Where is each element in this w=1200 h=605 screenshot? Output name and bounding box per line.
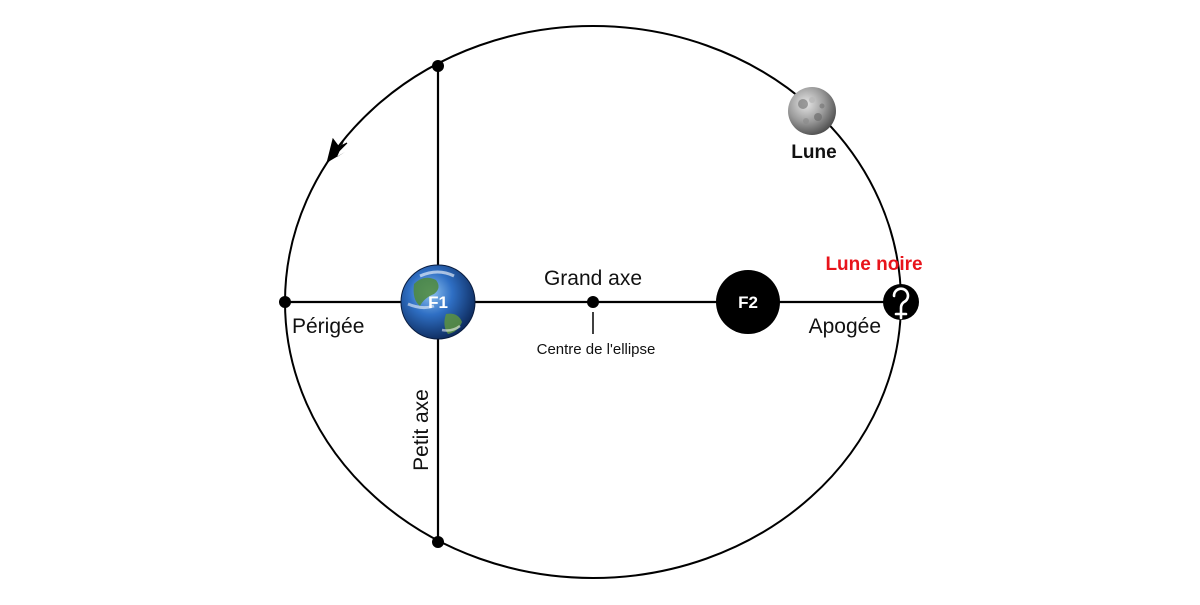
minor-axis-bottom-point — [432, 536, 444, 548]
black-moon-label: Lune noire — [825, 254, 922, 275]
center-label: Centre de l'ellipse — [537, 341, 656, 358]
minor-axis-top-point — [432, 60, 444, 72]
ellipse-center-point — [587, 296, 599, 308]
focus2-label: F2 — [738, 293, 758, 312]
perigee-point — [279, 296, 291, 308]
moon-label: Lune — [791, 142, 836, 163]
major-axis-label: Grand axe — [544, 267, 642, 290]
minor-axis-label: Petit axe — [410, 389, 433, 471]
apogee-label: Apogée — [809, 315, 881, 338]
black-moon-disc — [883, 284, 919, 320]
focus2-disc — [716, 270, 780, 334]
earth-icon — [400, 264, 476, 340]
lilith-glyph-icon — [892, 287, 910, 320]
moon-icon — [788, 87, 836, 135]
perigee-label: Périgée — [292, 315, 364, 338]
orbit-direction-arrow — [326, 137, 348, 165]
focus1-label: F1 — [428, 293, 448, 312]
